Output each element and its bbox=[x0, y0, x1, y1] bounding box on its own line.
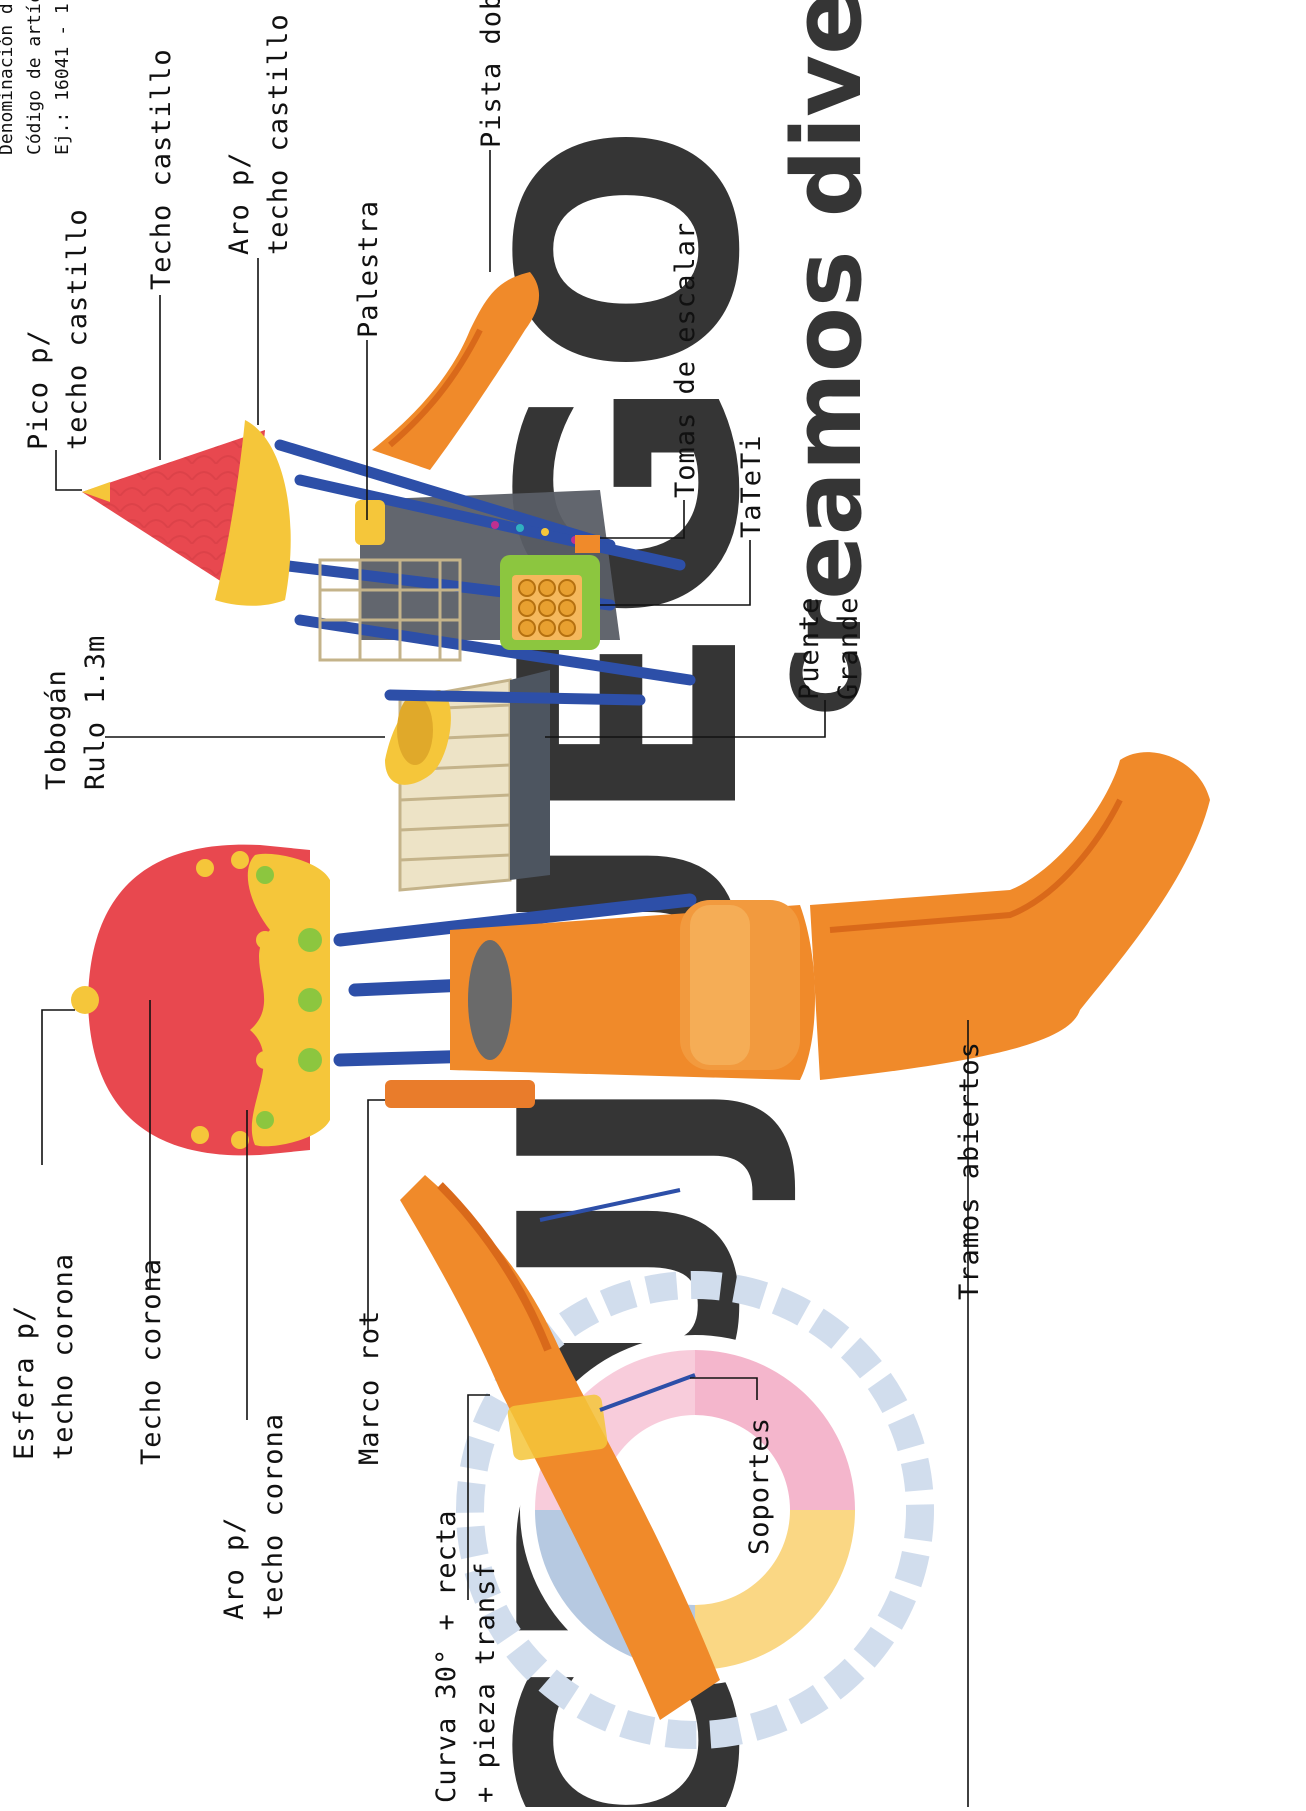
header-line-3: Ej.: 16041 - 1 bbox=[52, 3, 73, 155]
label-puente-line2: Grande bbox=[833, 596, 864, 700]
label-pico-line1: Pico p/ bbox=[23, 329, 54, 450]
label-aro-corona-line2: techo corona bbox=[258, 1413, 289, 1620]
open-slide-sections bbox=[810, 752, 1210, 1080]
header-line-2: Código de artíc bbox=[24, 0, 45, 155]
label-tobogan-line2: Rulo 1.3m bbox=[80, 635, 111, 790]
tic-tac-toe-panel bbox=[500, 555, 600, 650]
label-marco-rot: Marco rot bbox=[354, 1310, 385, 1465]
label-tomas-de-escalar: Tomas de escalar bbox=[670, 222, 701, 498]
label-soportes: Soportes bbox=[744, 1417, 775, 1555]
label-techo-corona: Techo corona bbox=[136, 1258, 167, 1465]
label-esfera-line1: Esfera p/ bbox=[9, 1305, 40, 1460]
label-pico-line2: techo castillo bbox=[62, 208, 93, 450]
label-esfera-line2: techo corona bbox=[48, 1253, 79, 1460]
label-tateti: TaTeTi bbox=[736, 434, 767, 538]
label-aro-castillo-line1: Aro p/ bbox=[224, 151, 255, 255]
label-tramos-abiertos: Tramos abiertos bbox=[954, 1041, 985, 1300]
castle-roof bbox=[82, 420, 291, 606]
label-curva-line2: + pieza transf bbox=[470, 1561, 501, 1803]
label-aro-castillo-line2: techo castillo bbox=[263, 13, 294, 255]
label-curva-line1: Curva 30° + recta bbox=[431, 1510, 462, 1803]
label-palestra: Palestra bbox=[353, 200, 384, 338]
tube-slide bbox=[450, 900, 815, 1080]
header-block: Denominación d Código de artíc Ej.: 1604… bbox=[0, 0, 73, 155]
header-line-1: Denominación d bbox=[0, 3, 17, 155]
crown-roof bbox=[71, 845, 330, 1156]
label-tobogan-line1: Tobogán bbox=[41, 669, 72, 790]
label-techo-castillo: Techo castillo bbox=[146, 48, 177, 290]
label-puente-line1: Puente bbox=[794, 596, 825, 700]
watermark-slogan: Creamos diver bbox=[773, 0, 883, 716]
label-aro-corona-line1: Aro p/ bbox=[219, 1516, 250, 1620]
label-pista-doble: Pista doble bbox=[476, 0, 507, 148]
rotation-frame bbox=[385, 1080, 535, 1108]
